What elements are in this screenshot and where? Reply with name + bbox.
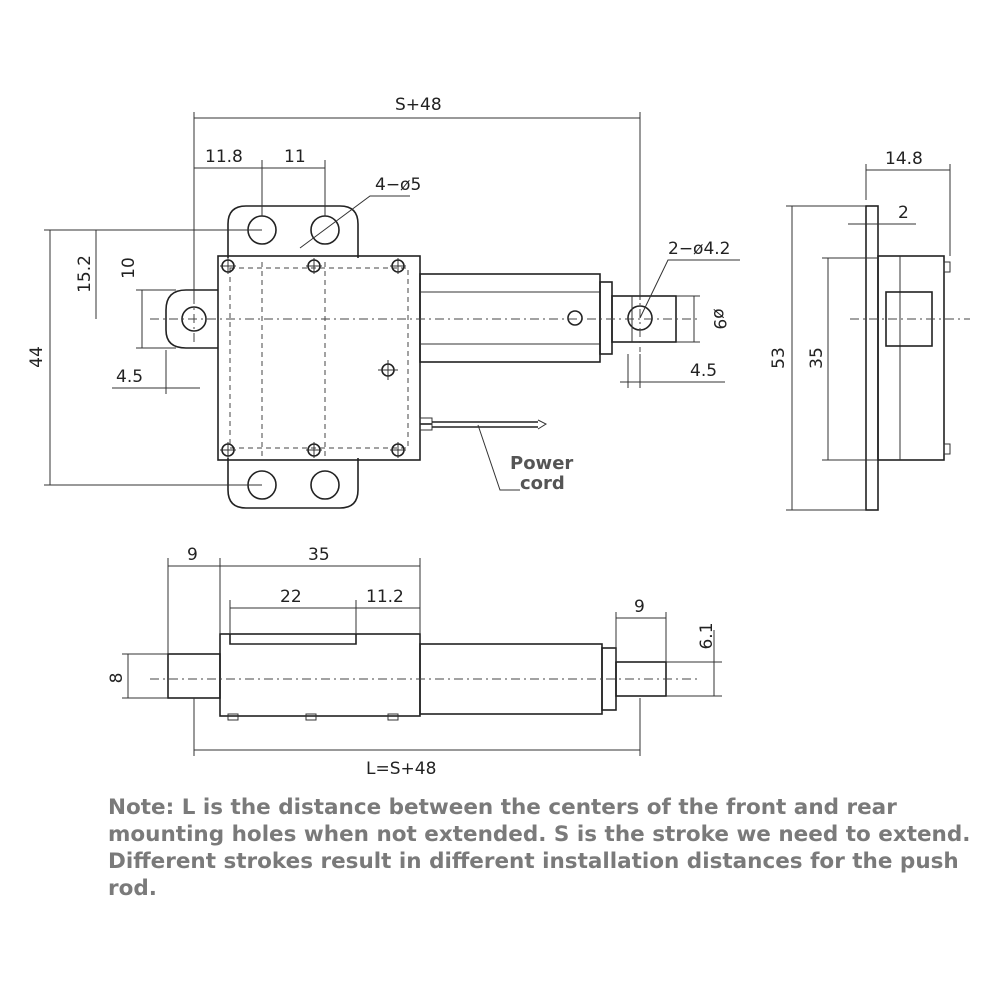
bottom-view: 9 35 22 11.2 9 6.1 8 L=S+48 bbox=[107, 545, 722, 779]
note-text: Note: L is the distance between the cent… bbox=[108, 795, 971, 901]
side-plate bbox=[865, 205, 879, 511]
dim-bottom-total: L=S+48 bbox=[366, 759, 436, 779]
dim-mount-holes: 4−ø5 bbox=[375, 175, 421, 195]
dim-bottom-22: 22 bbox=[280, 587, 302, 607]
rear-stub bbox=[167, 653, 221, 699]
mount-hole bbox=[310, 470, 340, 500]
dim-height-2: 10 bbox=[119, 257, 139, 279]
dim-bottom-35: 35 bbox=[308, 545, 330, 565]
technical-drawing: Power cord S+48 11.8 11 4−ø5 2−ø4.2 ø9 4… bbox=[27, 95, 970, 779]
dim-bottom-11-2: 11.2 bbox=[366, 587, 404, 607]
dim-side-width: 14.8 bbox=[885, 149, 923, 169]
dim-side-plate: 2 bbox=[898, 203, 909, 223]
dim-rod-holes: 2−ø4.2 bbox=[668, 239, 731, 259]
power-cord-label: Power bbox=[510, 453, 573, 474]
motor-body-side bbox=[219, 633, 421, 717]
motor-body bbox=[217, 255, 421, 461]
dim-rod-dia: ø9 bbox=[709, 308, 729, 329]
dim-bottom-9: 9 bbox=[187, 545, 198, 565]
dim-height-total: 44 bbox=[27, 346, 47, 368]
dim-bottom-rod-9: 9 bbox=[634, 597, 645, 617]
screw-icon bbox=[220, 258, 406, 458]
dim-rear-eye: 4.5 bbox=[116, 367, 143, 387]
power-cord-label: cord bbox=[520, 473, 565, 494]
dim-height-1: 15.2 bbox=[75, 255, 95, 293]
dim-hole-offset-2: 11 bbox=[284, 147, 306, 167]
dim-side-height: 53 bbox=[769, 347, 789, 369]
dim-rod-eye: 4.5 bbox=[690, 361, 717, 381]
actuator-tube bbox=[419, 273, 601, 363]
dim-hole-offset-1: 11.8 bbox=[205, 147, 243, 167]
dim-bottom-6-1: 6.1 bbox=[697, 622, 717, 649]
top-view: Power cord S+48 11.8 11 4−ø5 2−ø4.2 ø9 4… bbox=[27, 95, 740, 509]
dim-side-inner: 35 bbox=[807, 347, 827, 369]
dim-top-overall: S+48 bbox=[395, 95, 442, 115]
side-view: 14.8 2 53 35 bbox=[769, 149, 970, 511]
dim-bottom-8: 8 bbox=[107, 673, 127, 684]
